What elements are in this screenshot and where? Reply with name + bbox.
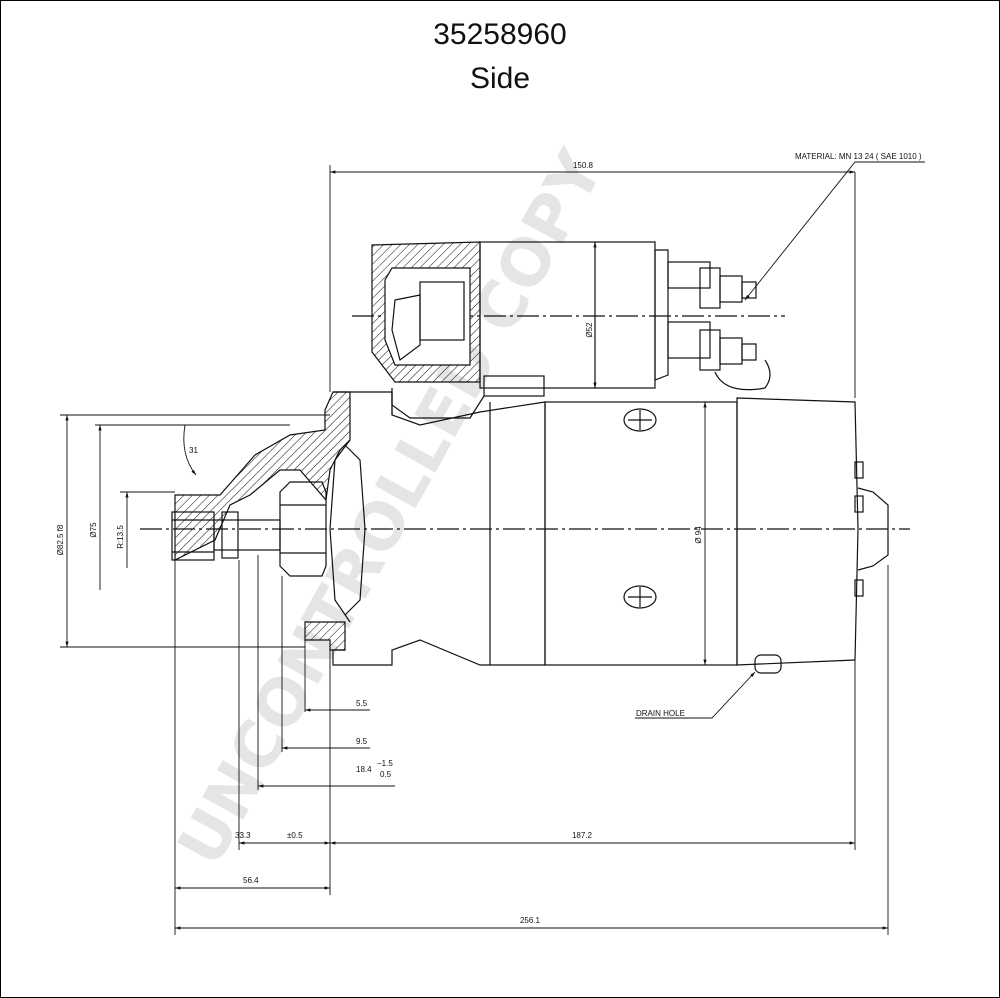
- dim-187-2: 187.2: [572, 831, 593, 840]
- motor-yoke: [544, 401, 738, 666]
- solenoid-mount: [483, 375, 545, 397]
- terminal-stud-lower: [719, 337, 743, 365]
- drive-housing: [332, 391, 546, 666]
- dim-256-1: 256.1: [520, 916, 541, 925]
- terminal-stud-upper: [719, 275, 743, 303]
- dim-dia52: Ø52: [585, 322, 594, 338]
- dim-33-3: 33.3: [235, 831, 251, 840]
- flange-section: [174, 391, 351, 561]
- drain-hole-note: DRAIN HOLE: [636, 709, 685, 718]
- through-bolt-upper: [623, 408, 657, 432]
- pinion-gear: [279, 481, 327, 577]
- dim-56-4: 56.4: [243, 876, 259, 885]
- dim-18-4-tol-lower: 0.5: [380, 770, 392, 779]
- part-number-title: 35258960: [433, 18, 567, 51]
- view-name-title: Side: [469, 62, 531, 95]
- through-bolt-lower: [623, 585, 657, 609]
- plunger-spring: [391, 294, 421, 362]
- drain-hole-leader: [635, 671, 756, 719]
- dim-angle: 31: [189, 446, 198, 455]
- dim-r13-5: R:13.5: [116, 525, 125, 549]
- drain-hole-boss: [754, 654, 782, 674]
- material-note: MATERIAL: MN 13 24 ( SAE 1010 ): [795, 152, 922, 161]
- dim-dia75: Ø75: [89, 522, 98, 538]
- dim-18-4: 18.4: [356, 765, 372, 774]
- dim-18-4-tol-upper: −1.5: [377, 759, 393, 768]
- dim-9-5: 9.5: [356, 737, 368, 746]
- dim-5-5: 5.5: [356, 699, 368, 708]
- dim-dia94: Ø 94: [694, 526, 703, 544]
- end-cap: [736, 397, 859, 666]
- pinion-shaft: [213, 519, 281, 551]
- dim-angle-31: [183, 424, 197, 476]
- shaft-collar: [221, 511, 239, 559]
- dim-dia82-5: Ø82.5 f8: [56, 524, 65, 555]
- connector-cable: [714, 359, 771, 391]
- dim-150-8: 150.8: [573, 161, 594, 170]
- material-leader: [744, 161, 925, 301]
- end-boss: [857, 487, 889, 571]
- dim-33-3-tol: ±0.5: [287, 831, 303, 840]
